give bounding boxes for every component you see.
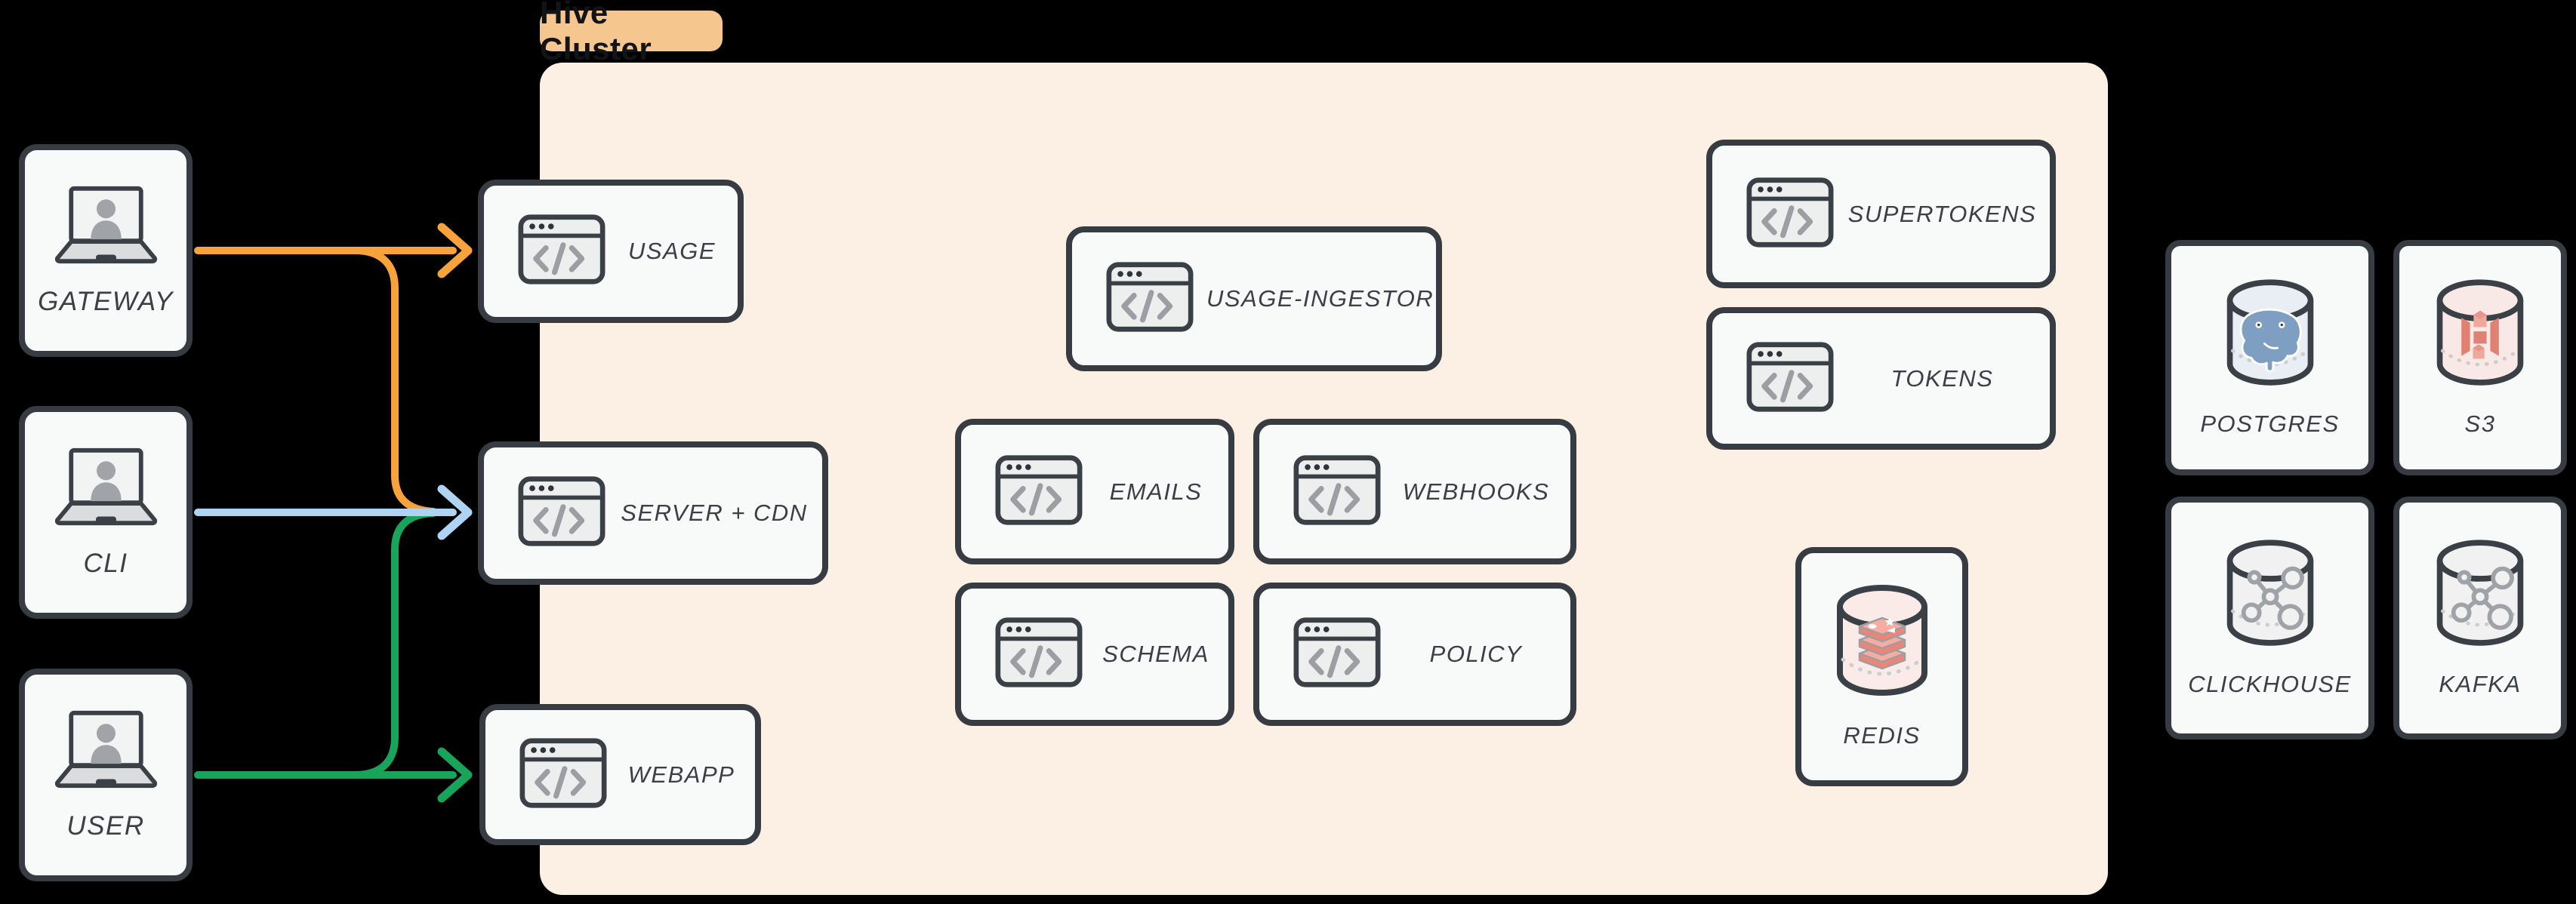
s3-database-icon [2433,278,2528,392]
actor-user: USER [19,669,193,881]
kafka-database-icon [2433,539,2528,653]
service-webapp: WEBAPP [479,704,761,845]
service-server-cdn: SERVER + CDN [478,441,828,585]
service-label: EMAILS [1109,478,1203,505]
redis-database-icon [1832,584,1932,703]
actor-label: CLI [83,548,128,578]
actor-label: USER [66,810,145,841]
laptop-user-icon [51,447,161,530]
service-emails: EMAILS [955,419,1234,564]
service-policy: POLICY [1253,583,1576,726]
code-window-icon [1105,261,1194,337]
hive-cluster-label: Hive Cluster [540,0,723,66]
code-window-icon [1746,177,1835,252]
service-webhooks: WEBHOOKS [1253,419,1576,564]
datastore-postgres: POSTGRES [2165,240,2374,475]
service-usage-ingestor: USAGE-INGESTOR [1066,226,1442,371]
service-label: POLICY [1429,641,1523,667]
service-label: SCHEMA [1102,641,1209,667]
service-label: SERVER + CDN [621,500,808,526]
code-window-icon [517,475,606,551]
s3-logo [2461,309,2499,358]
service-label: WEBAPP [627,761,735,788]
service-label: REDIS [1843,722,1921,749]
datastore-clickhouse: CLICKHOUSE [2165,497,2374,739]
arrow-gateway-to-usage [194,223,473,278]
laptop-user-icon [51,185,161,269]
redis-logo [1858,617,1906,670]
datastore-label: POSTGRES [2200,410,2340,437]
code-window-icon [519,737,608,813]
service-redis: REDIS [1795,547,1968,786]
actor-label: GATEWAY [38,286,174,316]
clickhouse-database-icon [2223,539,2318,653]
service-tokens: TOKENS [1706,307,2056,450]
postgresql-logo [2239,308,2302,373]
datastore-s3: S3 [2393,240,2567,475]
datastore-kafka: KAFKA [2393,497,2567,739]
molecule-icon [2451,566,2514,630]
hive-cluster-label-text: Hive Cluster [540,0,652,66]
code-window-icon [994,454,1083,530]
code-window-icon [517,214,606,289]
datastore-label: KAFKA [2439,670,2522,697]
actor-cli: CLI [19,406,193,619]
service-label: SUPERTOKENS [1847,200,2037,227]
service-label: USAGE-INGESTOR [1206,285,1434,312]
code-window-icon [994,617,1083,692]
datastore-label: S3 [2464,410,2496,437]
code-window-icon [1293,617,1382,692]
code-window-icon [1746,341,1835,417]
molecule-icon [2241,566,2304,630]
postgres-database-icon [2223,278,2318,392]
service-schema: SCHEMA [955,583,1234,726]
service-supertokens: SUPERTOKENS [1706,140,2056,288]
datastore-label: CLICKHOUSE [2188,670,2352,697]
service-usage: USAGE [478,180,744,323]
arrow-user-to-server-cdn [351,509,437,779]
arrow-gateway-to-server-cdn [351,247,437,515]
arrow-cli-to-server-cdn [194,484,473,540]
laptop-user-icon [51,709,161,793]
actor-gateway: GATEWAY [19,144,193,357]
arrow-user-to-webapp [194,747,473,803]
service-label: TOKENS [1890,364,1994,392]
code-window-icon [1293,454,1382,530]
service-label: USAGE [627,238,716,264]
service-label: WEBHOOKS [1402,478,1550,505]
